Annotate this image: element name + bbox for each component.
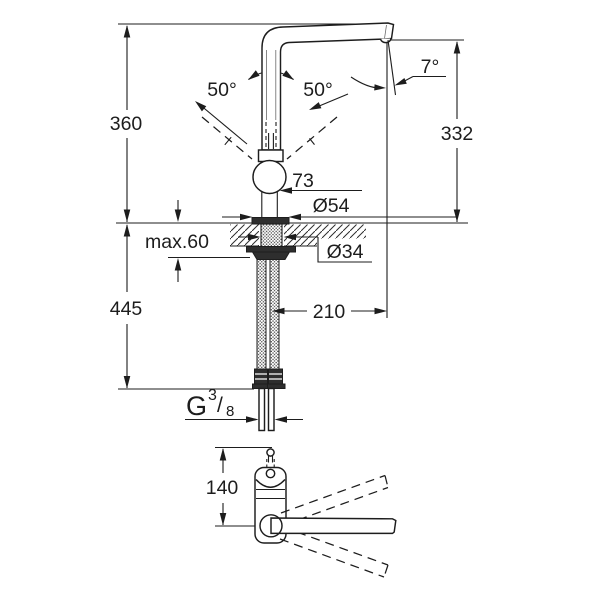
dim-label-445: 445 xyxy=(110,298,143,320)
dim-label-210: 210 xyxy=(313,301,346,323)
thread-label-numerator: 3 xyxy=(208,387,217,404)
faucet-top-view-body xyxy=(254,448,397,578)
thread-label-prefix: G xyxy=(186,391,207,421)
dim-label-50-left: 50° xyxy=(207,79,237,101)
dim-label-7deg: 7° xyxy=(421,56,440,78)
mounting-nut xyxy=(251,251,291,260)
swivel-indicators: 50° 50° xyxy=(195,70,349,160)
dim-max-mounting-thickness: max.60 xyxy=(145,200,209,282)
dim-thread: G 3 / 8 xyxy=(185,387,303,423)
dim-label-max60: max.60 xyxy=(145,231,209,253)
base-flange xyxy=(251,217,290,225)
dim-label-332: 332 xyxy=(441,123,474,145)
dim-ball-offset: 73 xyxy=(279,170,362,194)
thread-label-slash: / xyxy=(217,394,223,417)
supply-hose-left xyxy=(256,259,267,370)
dim-base-diameter: Ø54 xyxy=(222,195,456,221)
dim-overall-height: 360 xyxy=(110,25,143,222)
thread-label-denominator: 8 xyxy=(226,403,234,420)
dim-spout-height: 332 xyxy=(441,41,474,222)
spray-angle-indicator: 7° xyxy=(350,39,446,96)
dim-label-d34: Ø34 xyxy=(327,241,364,263)
spout xyxy=(261,22,395,151)
front-view: 360 445 332 max.60 xyxy=(110,22,474,432)
spout-pivot-circle xyxy=(259,514,283,538)
faucet-body xyxy=(246,22,395,432)
dim-label-d54: Ø54 xyxy=(313,195,350,217)
threaded-shank xyxy=(260,223,283,249)
swivel-ball xyxy=(252,159,287,195)
supply-hose-right xyxy=(269,259,280,370)
dim-lever-length: 140 xyxy=(206,448,239,526)
dim-projection: 210 xyxy=(272,301,387,323)
dim-label-360: 360 xyxy=(110,113,143,135)
dim-install-depth: 445 xyxy=(110,224,143,389)
dim-label-73: 73 xyxy=(292,170,314,192)
dim-hole-diameter: Ø34 xyxy=(238,233,373,263)
top-view: 140 xyxy=(206,446,397,578)
dim-label-140: 140 xyxy=(206,477,239,499)
washer xyxy=(246,246,296,253)
dim-label-50-right: 50° xyxy=(303,79,333,101)
spout-top-view xyxy=(270,517,397,535)
spout-outlet xyxy=(379,38,392,44)
